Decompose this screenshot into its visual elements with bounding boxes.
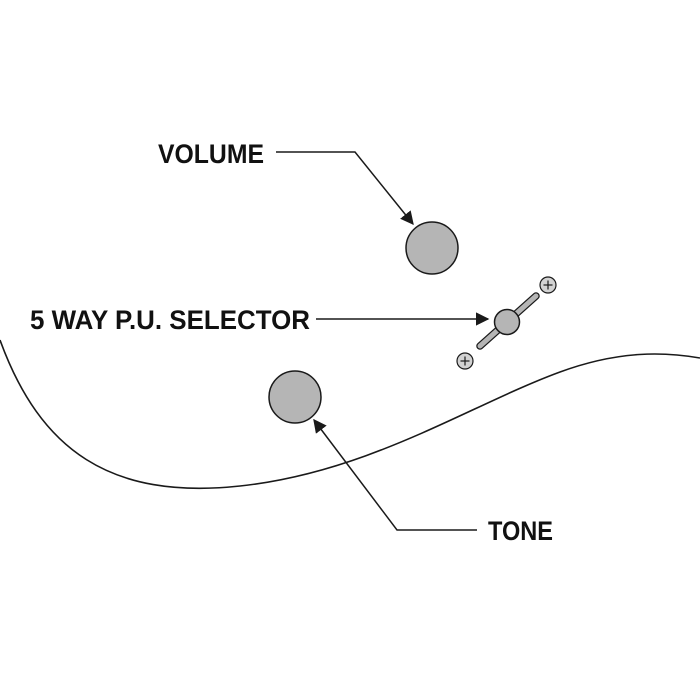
tone-leader-arrow (313, 418, 477, 531)
screw-top-icon (539, 276, 557, 294)
volume-label: VOLUME (158, 139, 264, 169)
volume-knob-icon (405, 221, 459, 275)
selector-switch-icon (476, 292, 540, 350)
body-outline-curve (0, 339, 700, 490)
tone-knob-icon (268, 370, 322, 424)
screw-bottom-icon (456, 352, 474, 370)
volume-leader-arrow (276, 151, 414, 226)
selector-label: 5 WAY P.U. SELECTOR (30, 305, 310, 335)
selector-tip-icon (493, 308, 521, 336)
tone-label: TONE (488, 516, 553, 546)
